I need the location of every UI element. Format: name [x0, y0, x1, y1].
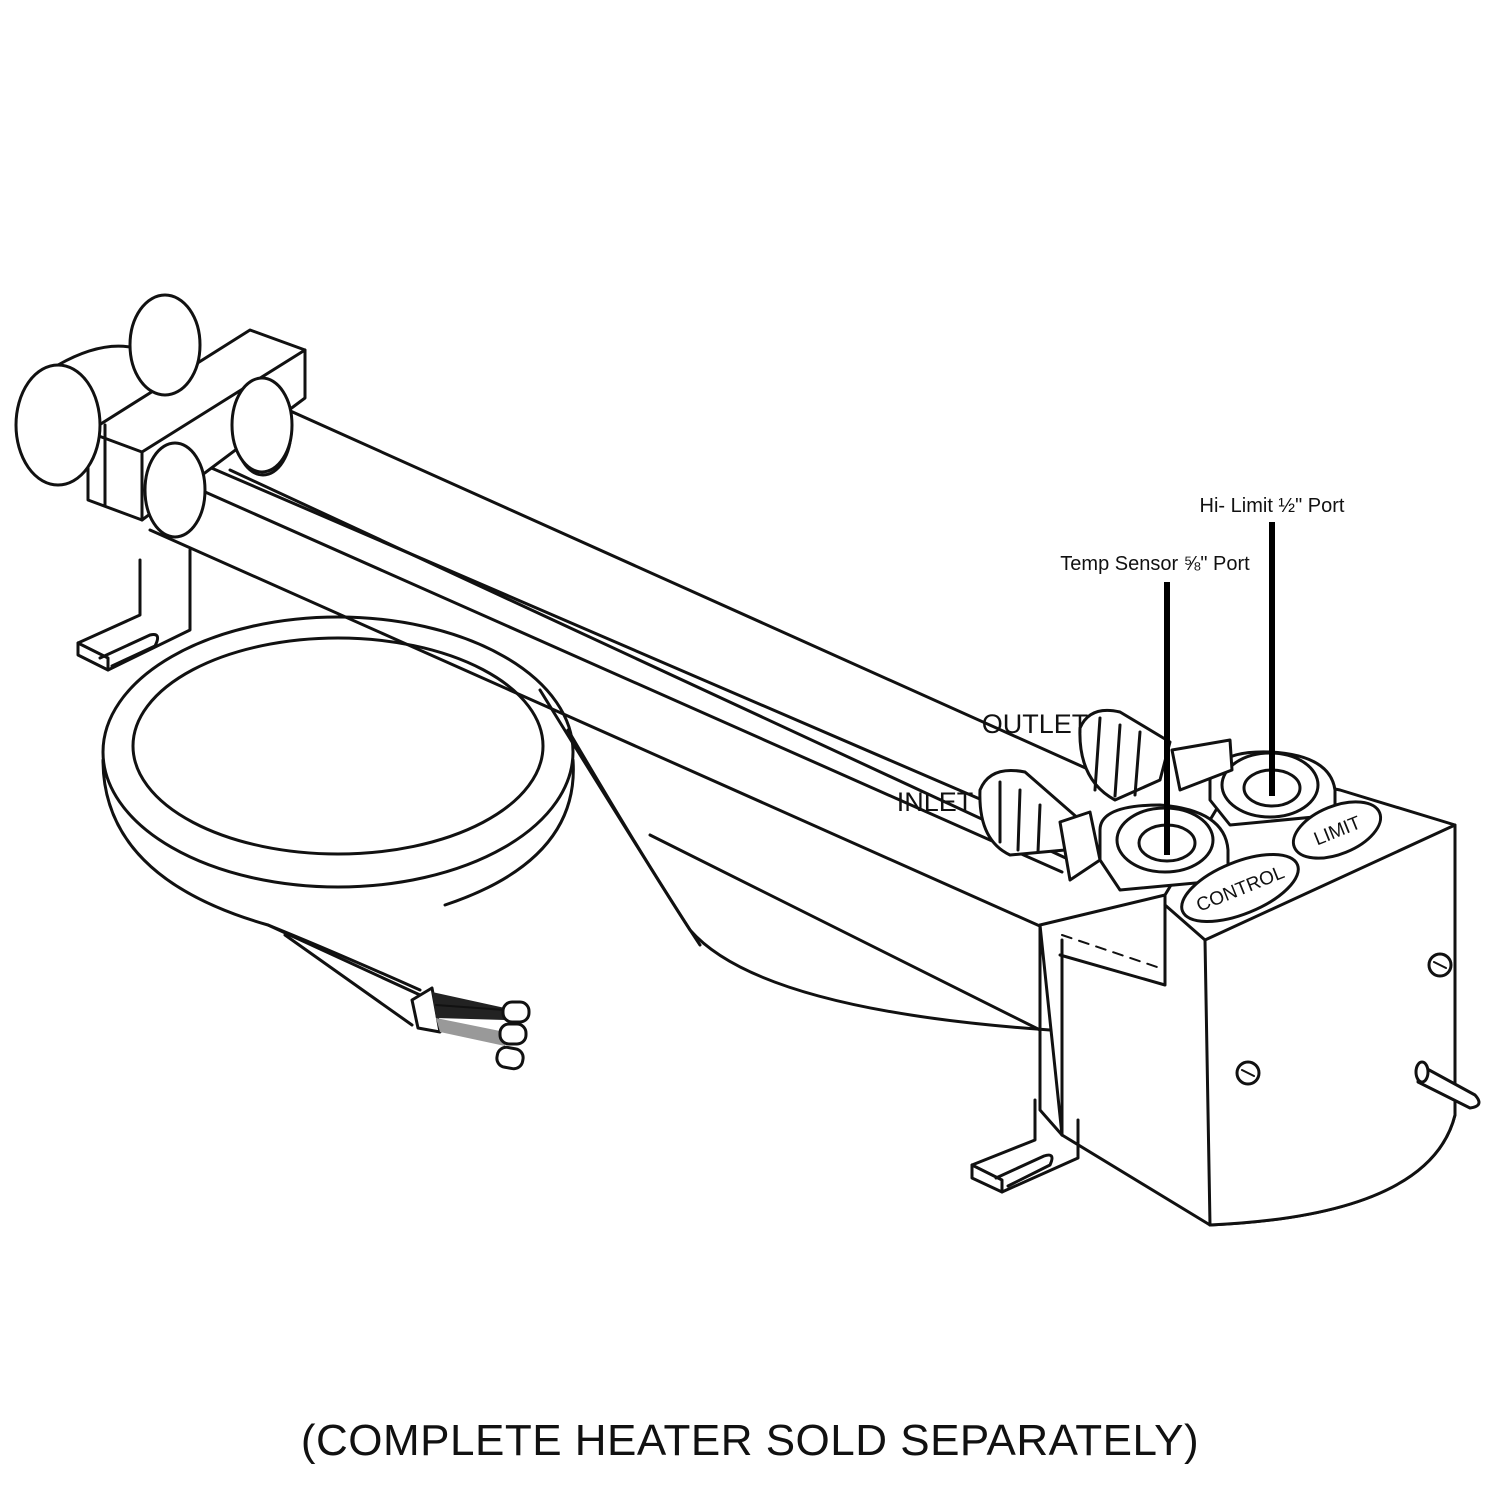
- outlet-label: OUTLET: [982, 709, 1089, 739]
- footer-note: (COMPLETE HEATER SOLD SEPARATELY): [300, 1416, 1200, 1465]
- power-cord: [101, 615, 1052, 1032]
- heater-head: [1038, 750, 1481, 1227]
- inlet-label: INLET: [897, 787, 974, 817]
- temp-sensor-port-label: Temp Sensor ⅝" Port: [1060, 553, 1250, 575]
- rear-flange: [14, 293, 307, 539]
- front-bracket: [970, 1098, 1080, 1194]
- rear-bracket: [76, 548, 192, 672]
- cord-wire-leads: [410, 986, 531, 1071]
- inlet-outlet-fittings: [978, 708, 1234, 882]
- hi-limit-port-label: Hi- Limit ½" Port: [1200, 495, 1345, 517]
